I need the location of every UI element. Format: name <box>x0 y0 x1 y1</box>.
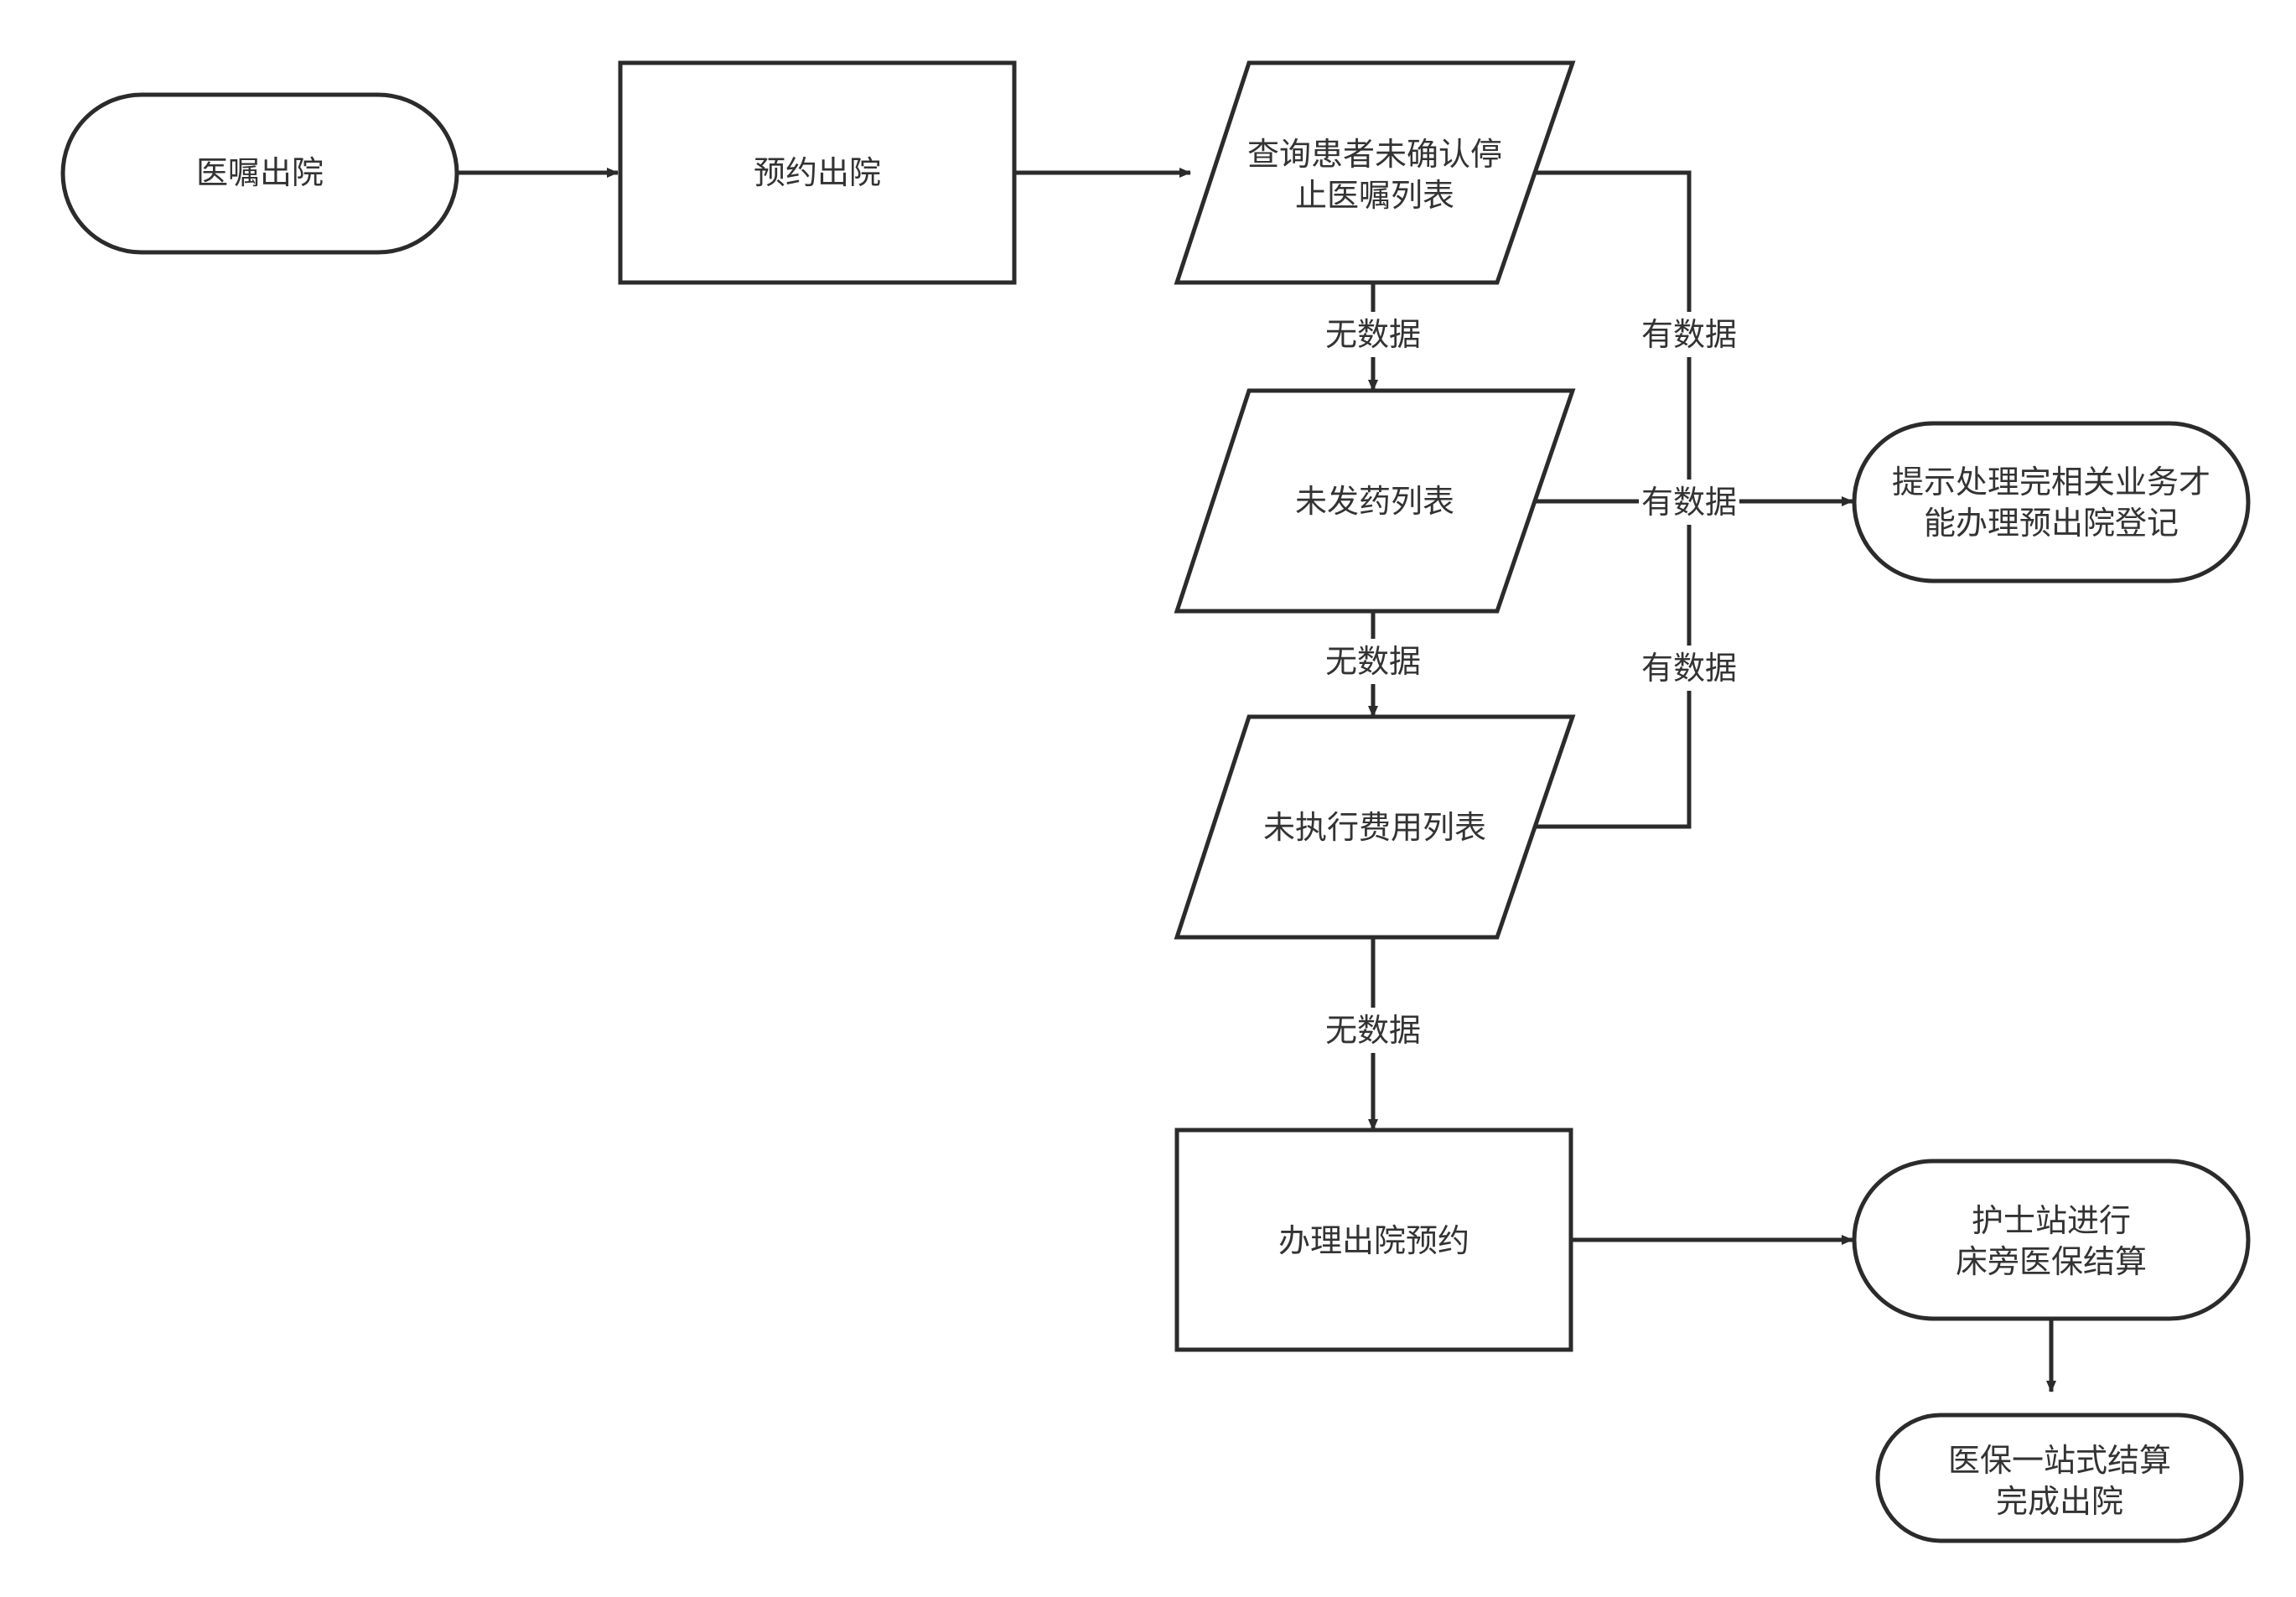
edge-label-no-data-1: 无数据 <box>1325 316 1421 353</box>
node-complete-label-line2: 完成出院 <box>1996 1483 2123 1520</box>
node-handle-reservation-label: 办理出院预约 <box>1278 1222 1469 1259</box>
node-query-orders-label-line1: 查询患者未确认停 <box>1247 136 1502 173</box>
node-undispensed-label: 未发药列表 <box>1295 483 1454 520</box>
node-undispensed-data: 未发药列表 <box>1174 388 1576 614</box>
node-nurse-settlement-label-line1: 护士站进行 <box>1972 1202 2131 1239</box>
node-prompt-label-line2: 能办理预出院登记 <box>1924 505 2179 542</box>
node-query-orders-data: 查询患者未确认停 止医嘱列表 <box>1174 60 1576 285</box>
node-unexecuted-fees-data: 未执行费用列表 <box>1174 714 1576 940</box>
node-complete-terminal: 医保一站式结算 完成出院 <box>1875 1413 2244 1543</box>
node-complete-label-line1: 医保一站式结算 <box>1948 1442 2171 1479</box>
edge-query-to-prompt <box>1531 170 1692 501</box>
edge-label-no-data-3: 无数据 <box>1325 1012 1421 1049</box>
edge-labels: 无数据 无数据 无数据 有数据 有数据 有数据 <box>1323 312 1739 1053</box>
node-unexecuted-fees-label: 未执行费用列表 <box>1263 809 1486 846</box>
node-handle-reservation-process: 办理出院预约 <box>1174 1128 1573 1352</box>
edge-unexecuted-to-prompt <box>1531 501 1692 829</box>
node-query-orders-label-line2: 止医嘱列表 <box>1295 177 1454 214</box>
node-prompt-label-line1: 提示处理完相关业务才 <box>1892 464 2210 500</box>
edge-label-has-data-3: 有数据 <box>1641 650 1737 687</box>
node-nurse-settlement-terminal: 护士站进行 床旁医保结算 <box>1852 1159 2251 1321</box>
node-reserve-process: 预约出院 <box>618 60 1017 285</box>
node-reserve-label: 预约出院 <box>754 154 881 191</box>
node-start-label: 医嘱出院 <box>196 154 324 191</box>
node-nurse-settlement-label-line2: 床旁医保结算 <box>1956 1243 2147 1280</box>
nodes: 医嘱出院 预约出院 查询患者未确认停 止医嘱列表 未发药列表 未执行费用列表 提… <box>60 60 2251 1543</box>
edge-label-no-data-2: 无数据 <box>1325 643 1421 680</box>
edge-label-has-data-1: 有数据 <box>1641 316 1737 353</box>
node-prompt-terminal: 提示处理完相关业务才 能办理预出院登记 <box>1852 421 2251 583</box>
node-start-terminal: 医嘱出院 <box>60 92 459 255</box>
edge-label-has-data-2: 有数据 <box>1641 484 1737 521</box>
